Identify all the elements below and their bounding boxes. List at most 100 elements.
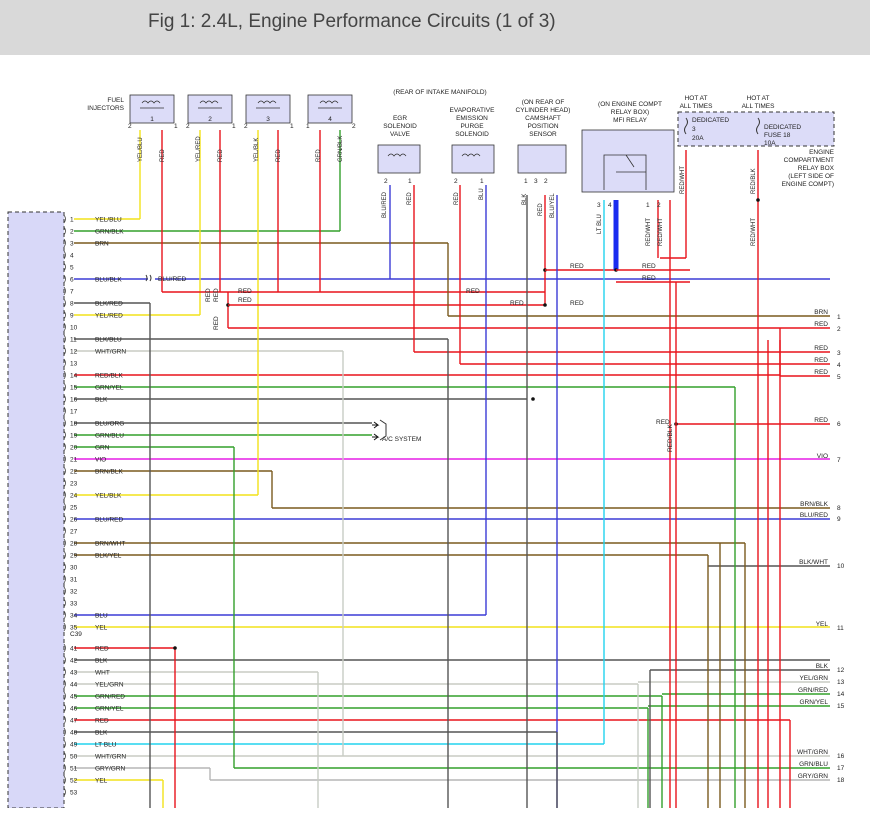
- output-number: 12: [837, 667, 845, 674]
- mfi-pin: 3: [597, 202, 601, 209]
- fuel-injectors-label: INJECTORS: [87, 105, 124, 112]
- output-wire-label: YEL/GRN: [799, 675, 828, 682]
- pcm-pin-number: 53: [70, 790, 78, 797]
- injector-number: 1: [150, 116, 154, 123]
- pin-bracket: [63, 370, 66, 380]
- pin-bracket: [63, 538, 66, 548]
- injector-pin: 1: [174, 123, 178, 130]
- splice-dot: [543, 303, 547, 307]
- inline-wire-label: RED: [466, 288, 480, 295]
- pin-bracket: [63, 502, 66, 512]
- injector-body: [187, 94, 233, 124]
- evap-label: SOLENOID: [455, 131, 489, 138]
- pcm-pin-number: 2: [70, 229, 74, 236]
- fuse-18-label: 10A: [764, 140, 776, 147]
- injector-wire-label: YEL/BLU: [138, 137, 144, 162]
- pcm-pin-wire-label: GRY/GRN: [95, 766, 126, 773]
- pin-bracket: [63, 610, 66, 620]
- pcm-pin-wire-label: BRN: [95, 241, 109, 248]
- pin-bracket: [63, 586, 66, 596]
- pcm-pin-number: 32: [70, 589, 78, 596]
- relay-box-label: ENGINE: [809, 149, 835, 156]
- pin-bracket: [63, 775, 66, 785]
- connector-label: C39: [70, 631, 82, 638]
- pin-bracket: [63, 763, 66, 773]
- pcm-pin-number: 4: [70, 253, 74, 260]
- output-wire-label: GRN/BLU: [799, 761, 828, 768]
- mfi-label: RELAY BOX): [611, 109, 649, 116]
- output-wire-label: BRN/BLK: [800, 501, 828, 508]
- pcm-pin-number: 31: [70, 577, 78, 584]
- mfi-relay: [581, 129, 675, 193]
- hot-label: HOT AT: [685, 95, 708, 102]
- pin-bracket: [63, 274, 66, 284]
- splice-dot: [756, 198, 760, 202]
- evap-coil-icon: [461, 153, 481, 157]
- injector-coil-icon: [199, 100, 219, 104]
- mfi-pin: 1: [646, 202, 650, 209]
- relay-box-label: ENGINE COMPT): [782, 181, 834, 188]
- pcm-pin-number: 45: [70, 694, 78, 701]
- injector-body: [307, 94, 353, 124]
- inline-wire-label: RED: [656, 419, 670, 426]
- pin-bracket: [63, 667, 66, 677]
- inline-wire-label: RED: [642, 275, 656, 282]
- cam-wire: RED: [538, 203, 544, 216]
- pcm-pin-number: 44: [70, 682, 78, 689]
- pcm-pin-wire-label: BLK/RED: [95, 301, 123, 308]
- splice-dot: [173, 646, 177, 650]
- pcm-pin-number: 35: [70, 625, 78, 632]
- pcm-pin-number: 17: [70, 409, 78, 416]
- pcm-pin-wire-label: YEL/GRN: [95, 682, 124, 689]
- pin-bracket: [63, 526, 66, 536]
- output-wire-label: RED: [814, 345, 828, 352]
- pin-bracket: [63, 418, 66, 428]
- pin-bracket: [63, 490, 66, 500]
- output-number: 3: [837, 350, 841, 357]
- hot-wire: RED/WHT: [680, 166, 686, 194]
- injector-wire-label: RED: [218, 149, 224, 162]
- pcm-block: [7, 211, 65, 809]
- evap-pin: 2: [454, 178, 458, 185]
- pcm-pin-number: 30: [70, 565, 78, 572]
- fuel-injector-2: [187, 94, 233, 124]
- output-number: 15: [837, 703, 845, 710]
- pin-bracket: [63, 655, 66, 665]
- injector-pin: 1: [306, 123, 310, 130]
- pcm-pin-number: 12: [70, 349, 78, 356]
- pcm-pin-number: 1: [70, 217, 74, 224]
- pcm-pin-wire-label: BLU: [95, 613, 108, 620]
- output-number: 4: [837, 362, 841, 369]
- egr-pin: 1: [408, 178, 412, 185]
- rear-manifold-label: (REAR OF INTAKE MANIFOLD): [393, 89, 486, 96]
- output-number: 9: [837, 516, 841, 523]
- output-wire-label: GRN/RED: [798, 687, 828, 694]
- pin-bracket: [63, 430, 66, 440]
- pcm-pin-number: 50: [70, 754, 78, 761]
- relay-box-label: RELAY BOX: [798, 165, 835, 172]
- injector-pin: 1: [232, 123, 236, 130]
- pin-bracket: [63, 382, 66, 392]
- ac-bracket: [379, 419, 387, 441]
- fuel-injector-1: [129, 94, 175, 124]
- pin-bracket: [63, 751, 66, 761]
- pin-bracket: [63, 478, 66, 488]
- fuse-3-label: 3: [692, 126, 696, 133]
- hot-wire: RED/BLK: [751, 168, 757, 194]
- mfi-label: (ON ENGINE COMPT: [598, 101, 662, 108]
- splice-dot: [531, 397, 535, 401]
- inline-wire-label: RED: [205, 288, 212, 302]
- pcm-pin-wire-label: BLU/RED: [95, 517, 123, 524]
- pcm-pin-number: 29: [70, 553, 78, 560]
- pcm-pin-wire-label: GRN/BLK: [95, 229, 124, 236]
- pcm-pin-number: 47: [70, 718, 78, 725]
- injector-pin: 2: [352, 123, 356, 130]
- pin-bracket: [63, 298, 66, 308]
- fuse-18-label: FUSE 18: [764, 132, 791, 139]
- fuse-3-label: DEDICATED: [692, 117, 729, 124]
- pcm-pin-wire-label: BLK/YEL: [95, 553, 122, 560]
- output-wire-label: VIO: [817, 453, 828, 460]
- pin-bracket: [63, 715, 66, 725]
